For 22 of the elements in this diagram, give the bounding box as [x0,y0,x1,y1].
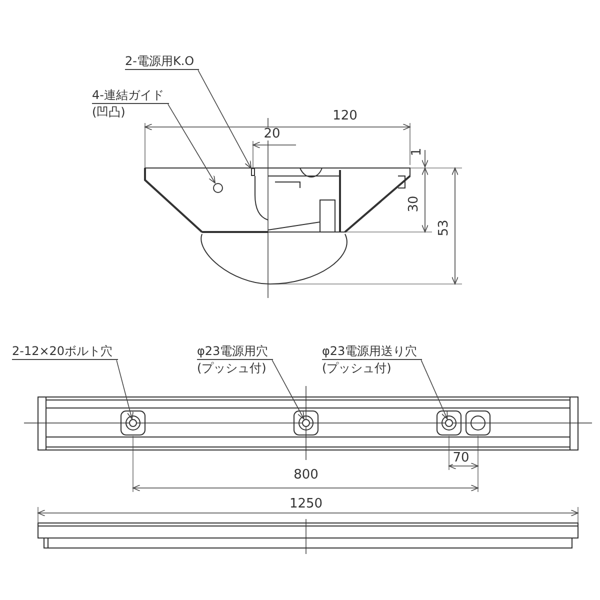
callout-text: 2-12×20ボルト穴 [12,343,118,360]
leader-line [116,360,134,420]
callout-note: (凹凸) [92,104,126,120]
leader-line [420,360,448,420]
dimension-label: 20 [264,128,280,140]
callout-text: φ23電源用穴 [197,343,274,360]
leader-line [272,360,304,420]
callout-text: 4-連結ガイド [92,87,169,104]
dimension-label: 53 [438,220,450,236]
dimension-label: 30 [408,196,420,212]
callout-text: φ23電源用送り穴 [322,343,422,360]
dimension-label: 120 [332,110,358,122]
dimension-label: 1250 [289,498,323,510]
leader-line [198,70,252,169]
leader-line [168,104,216,184]
dimension-label: 1 [410,148,424,156]
callout-note: (プッシュ付) [322,360,392,376]
dimension-label: 800 [294,468,318,482]
callout-note: (プッシュ付) [197,360,266,376]
callout-text: 2-電源用K.O [125,53,200,70]
dimension-label: 70 [452,452,470,464]
knockout-mark [251,168,255,176]
